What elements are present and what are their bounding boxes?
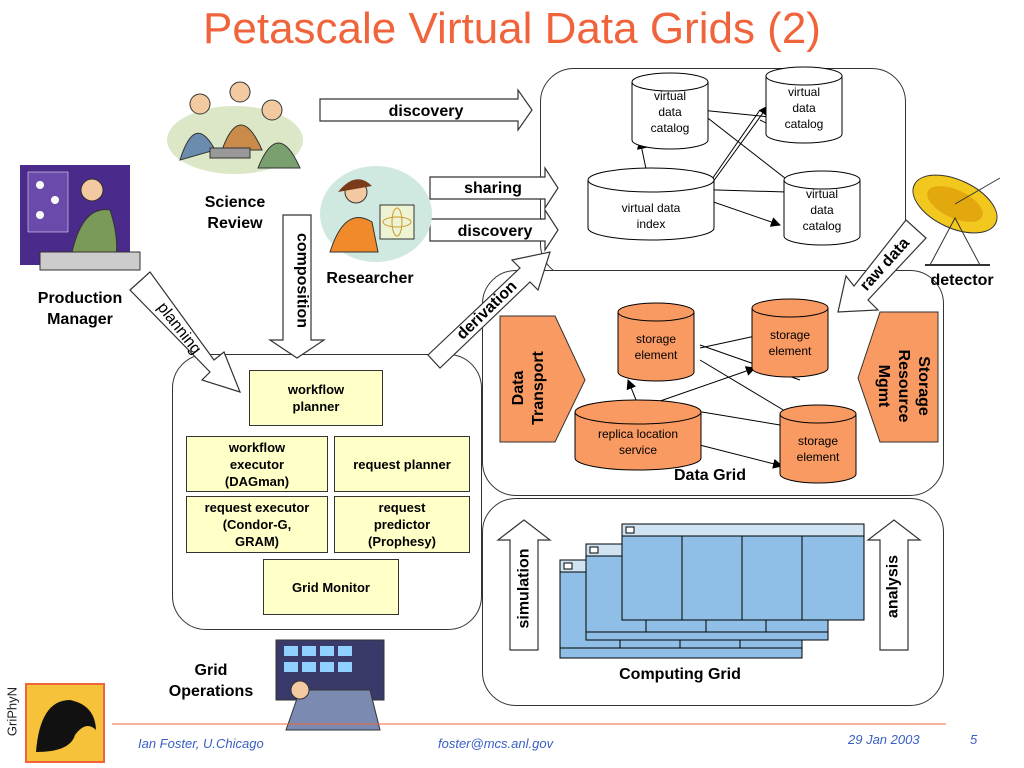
- storage-resource-label: Storage Resource Mgmt: [875, 349, 932, 423]
- vdc2-cylinder: [765, 66, 843, 144]
- vdc1-cylinder: [631, 72, 709, 150]
- grid-monitor-box: Grid Monitor: [263, 559, 399, 615]
- composition-arrow: [268, 214, 326, 359]
- rls-cylinder: [574, 399, 702, 471]
- derivation-arrow: [427, 251, 551, 369]
- request-predictor-box: request predictor (Prophesy): [334, 496, 470, 553]
- page-title: Petascale Virtual Data Grids (2): [203, 4, 821, 53]
- sharing-arrow: [429, 165, 559, 211]
- vdc3-cylinder: [783, 170, 861, 246]
- request-planner-label: request planner: [353, 456, 451, 472]
- raw-data-arrow: [837, 219, 927, 313]
- se2-cylinder: [751, 298, 829, 378]
- workflow-executor-label: workflow executor (DAGman): [224, 439, 290, 489]
- logo-text: GriPhyN: [4, 686, 20, 737]
- storage-resource-arrow: [857, 311, 939, 443]
- footer-author: Ian Foster, U.Chicago: [138, 736, 264, 751]
- se3-cylinder: [779, 404, 857, 484]
- science-review-label: Science Review: [204, 194, 266, 232]
- discovery-mid-arrow: [429, 207, 559, 253]
- discovery-top-arrow: [319, 88, 533, 132]
- discovery-mid-label: discovery: [457, 223, 533, 240]
- analysis-arrow: [866, 519, 922, 651]
- researcher-label: Researcher: [326, 270, 414, 287]
- analysis-label: analysis: [884, 554, 902, 619]
- grid-operations-clipart: [275, 639, 385, 731]
- request-executor-box: request executor (Condor-G, GRAM): [186, 496, 328, 553]
- grid-operations-label: Grid Operations: [168, 662, 254, 700]
- production-manager-clipart: [20, 165, 141, 271]
- se1-label: storage element: [634, 332, 678, 362]
- researcher-clipart: [320, 166, 432, 262]
- footer-date: 29 Jan 2003: [848, 732, 920, 747]
- vdc2-label: virtual data catalog: [784, 85, 824, 131]
- data-transport-label: Data Transport: [510, 351, 547, 425]
- workflow-executor-box: workflow executor (DAGman): [186, 436, 328, 492]
- workflow-planner-label: workflow planner: [287, 382, 345, 414]
- request-planner-box: request planner: [334, 436, 470, 492]
- griphyn-logo: [25, 683, 105, 763]
- data-grid-label: Data Grid: [673, 467, 746, 484]
- request-executor-label: request executor (Condor-G, GRAM): [204, 500, 310, 549]
- footer-email: foster@mcs.anl.gov: [438, 736, 554, 751]
- vdc1-label: virtual data catalog: [650, 89, 690, 135]
- se1-cylinder: [617, 302, 695, 382]
- composition-label: composition: [293, 232, 311, 329]
- se2-label: storage element: [768, 328, 812, 358]
- sharing-label: sharing: [464, 180, 522, 197]
- grid-monitor-label: Grid Monitor: [292, 579, 370, 595]
- se3-label: storage element: [796, 434, 840, 464]
- discovery-top-label: discovery: [388, 103, 464, 120]
- simulation-label: simulation: [515, 548, 533, 629]
- request-predictor-label: request predictor (Prophesy): [368, 500, 436, 549]
- rls-label: replica location service: [597, 427, 679, 457]
- vdi-cylinder: [587, 167, 715, 241]
- vdc3-label: virtual data catalog: [802, 187, 842, 233]
- simulation-arrow: [496, 519, 552, 651]
- production-manager-label: Production Manager: [37, 290, 123, 328]
- window-front: [621, 523, 865, 621]
- vdi-label: virtual data index: [621, 201, 681, 231]
- planning-arrow: [129, 271, 242, 393]
- workflow-planner-box: workflow planner: [249, 370, 383, 426]
- science-review-clipart: [167, 81, 303, 174]
- footer-page: 5: [970, 732, 978, 747]
- data-transport-arrow: [499, 315, 586, 443]
- detector-clipart: [912, 174, 1001, 266]
- detector-label: detector: [930, 272, 994, 289]
- computing-grid-label: Computing Grid: [619, 666, 741, 683]
